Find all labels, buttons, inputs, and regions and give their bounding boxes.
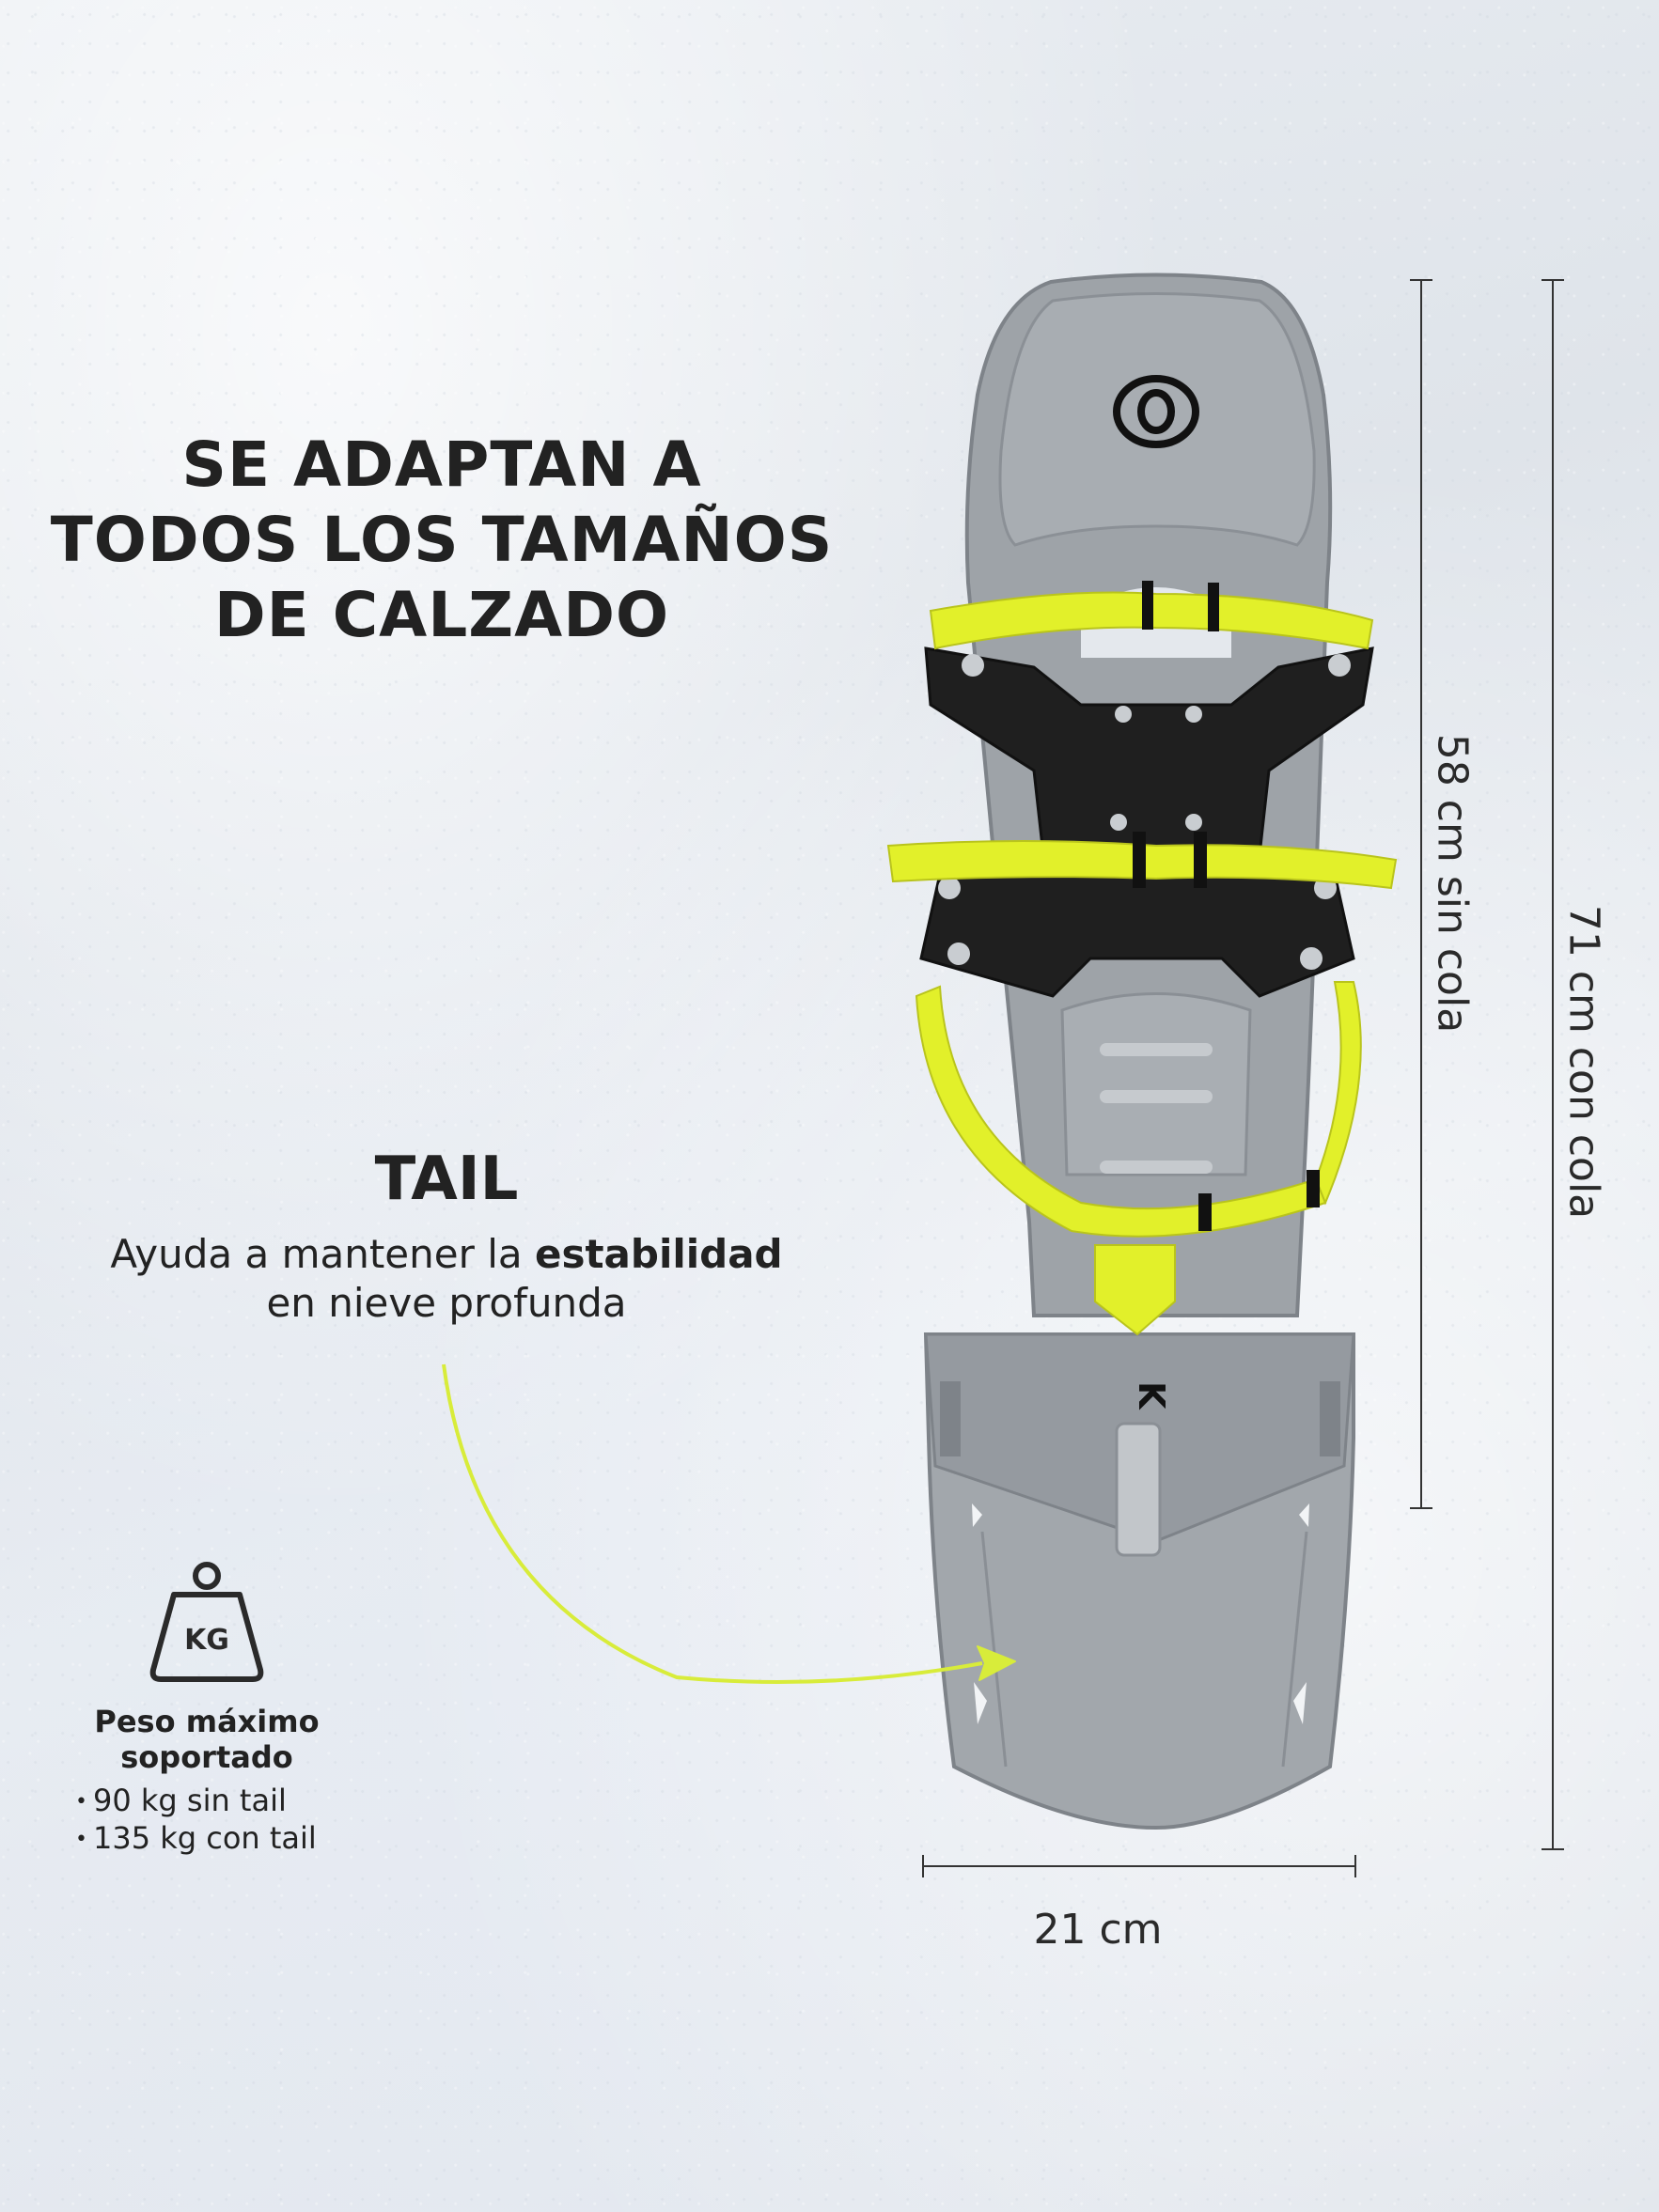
max-weight-item: 90 kg sin tail [75,1783,317,1820]
brand-logo-icon [1113,375,1199,448]
tail-title: TAIL [374,1145,519,1214]
dimension-line-58 [1410,279,1432,1509]
dimension-line-21 [922,1855,1356,1877]
weight-kg-icon: KG [149,1562,264,1682]
weight-kg-icon-label: KG [184,1624,229,1657]
dimension-label-71: 71 cm con cola [1559,904,1608,1220]
heel-lever [1094,1244,1176,1336]
max-weight-title-line-1: Peso máximo [94,1704,320,1739]
max-weight-item: 135 kg con tail [75,1820,317,1858]
dimension-label-58: 58 cm sin cola [1428,733,1477,1034]
headline-line-2: TODOS LOS TAMAÑOS [50,504,834,576]
tail-arrowhead-icon [977,1645,1016,1681]
max-weight-title: Peso máximo soportado [47,1704,367,1775]
snowshoe-toe-recess [998,292,1316,547]
snowshoe: K [886,273,1398,1830]
tail-arrow [442,1363,983,1684]
max-weight-title-line-2: soportado [120,1739,293,1775]
dimension-line-71 [1542,279,1564,1850]
tail-description-line-2: en nieve profunda [266,1280,627,1326]
tail-description-bold: estabilidad [534,1231,783,1277]
dimension-label-21: 21 cm [1033,1906,1163,1954]
tail-description-prefix: Ayuda a mantener la [110,1231,535,1277]
headline: SE ADAPTAN A TODOS LOS TAMAÑOS DE CALZAD… [19,428,865,653]
max-weight-list: 90 kg sin tail 135 kg con tail [75,1783,317,1858]
headline-line-1: SE ADAPTAN A [181,428,702,501]
headline-line-3: DE CALZADO [213,579,670,651]
brand-mark: K [1131,1381,1172,1410]
